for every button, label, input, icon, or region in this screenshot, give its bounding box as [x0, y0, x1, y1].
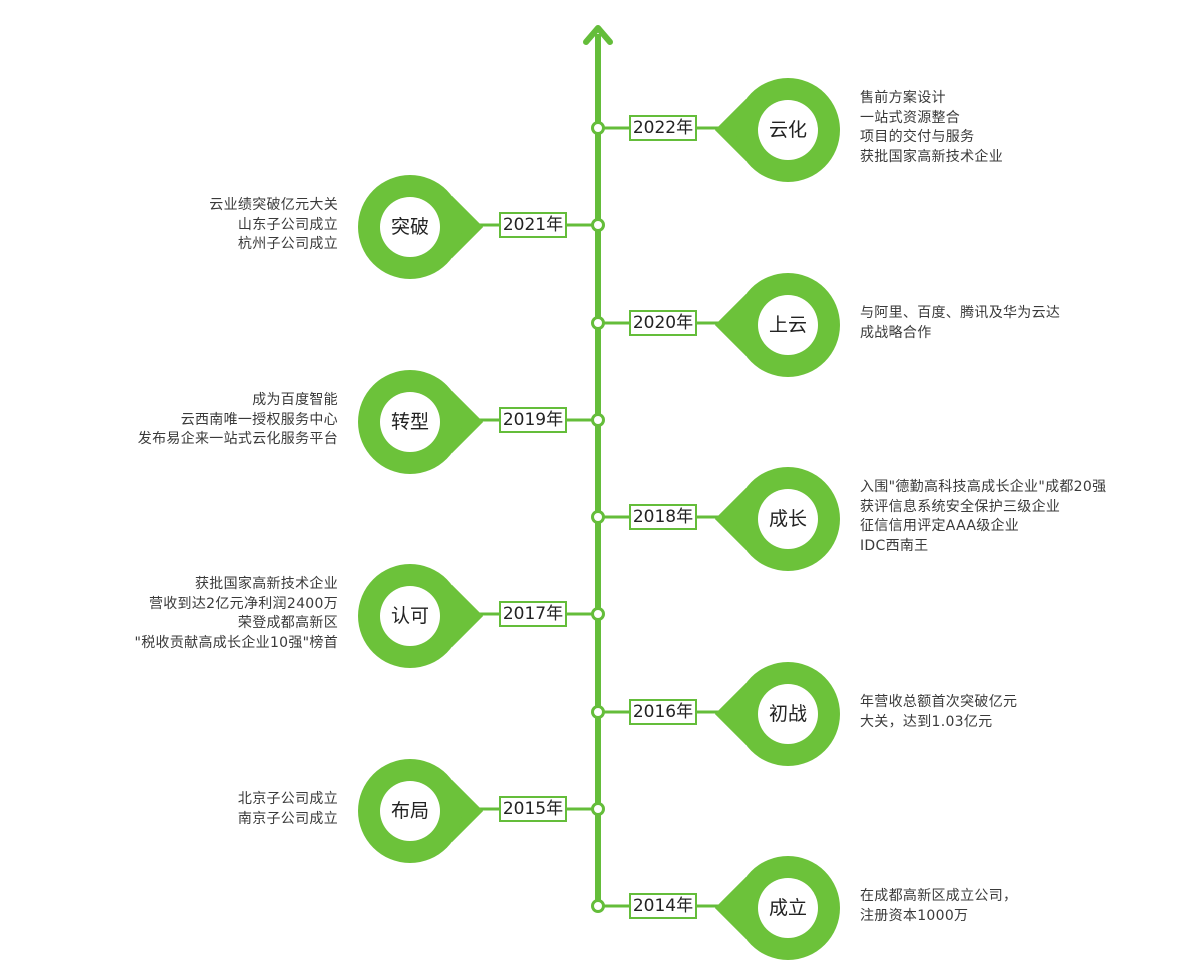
timeline-node [591, 510, 605, 524]
year-label: 2015年 [499, 796, 567, 822]
description-line: IDC西南王 [860, 537, 929, 554]
year-label: 2021年 [499, 212, 567, 238]
description-line: 年营收总额首次突破亿元 [860, 694, 1018, 710]
description-line: 入围"德勤高科技高成长企业"成都20强 [860, 479, 1107, 495]
description-line: 北京子公司成立 [237, 791, 338, 807]
description-line: 营收到达2亿元净利润2400万 [148, 595, 338, 612]
milestone-title: 初战 [758, 684, 818, 744]
milestone-pin: 布局 [358, 759, 484, 863]
description-line: 南京子公司成立 [237, 810, 338, 827]
timeline-node [591, 316, 605, 330]
timeline-node [591, 705, 605, 719]
milestone-title: 布局 [380, 781, 440, 841]
description-line: 云西南唯一授权服务中心 [180, 411, 338, 428]
milestone-description: 入围"德勤高科技高成长企业"成都20强获评信息系统安全保护三级企业征信信用评定A… [860, 478, 1106, 556]
milestone-pin: 成长 [714, 467, 840, 571]
description-line: 征信信用评定AAA级企业 [860, 518, 1020, 534]
milestone-title: 上云 [758, 295, 818, 355]
description-line: 一站式资源整合 [860, 109, 961, 126]
timeline-node [591, 899, 605, 913]
timeline-node [591, 121, 605, 135]
description-line: 注册资本1000万 [860, 907, 969, 924]
description-line: 发布易企来一站式云化服务平台 [137, 431, 338, 447]
milestone-pin: 上云 [714, 273, 840, 377]
description-line: 与阿里、百度、腾讯及华为云达 [860, 305, 1061, 321]
milestone-description: 北京子公司成立南京子公司成立 [238, 790, 338, 829]
milestone-pin: 认可 [358, 564, 484, 668]
milestone-title: 云化 [758, 100, 818, 160]
description-line: 获批国家高新技术企业 [860, 148, 1003, 165]
milestone-description: 获批国家高新技术企业营收到达2亿元净利润2400万荣登成都高新区 "税收贡献高成长… [135, 575, 339, 653]
year-label: 2019年 [499, 407, 567, 433]
year-label: 2022年 [629, 115, 697, 141]
milestone-title: 成立 [758, 878, 818, 938]
year-label: 2018年 [629, 504, 697, 530]
milestone-pin: 初战 [714, 662, 840, 766]
year-label: 2020年 [629, 310, 697, 336]
milestone-description: 云业绩突破亿元大关山东子公司成立杭州子公司成立 [209, 196, 338, 255]
description-line: 获批国家高新技术企业 [195, 576, 338, 592]
description-line: 成为百度智能 [252, 392, 338, 408]
year-label: 2016年 [629, 699, 697, 725]
description-line: 荣登成都高新区 [237, 615, 338, 631]
description-line: 大关，达到1.03亿元 [860, 713, 993, 730]
timeline-node [591, 218, 605, 232]
milestone-description: 与阿里、百度、腾讯及华为云达成战略合作 [860, 304, 1060, 343]
description-line: 项目的交付与服务 [860, 129, 975, 145]
description-line: 获评信息系统安全保护三级企业 [860, 498, 1061, 515]
milestone-pin: 成立 [714, 856, 840, 960]
description-line: 山东子公司成立 [237, 216, 338, 233]
timeline-node [591, 802, 605, 816]
milestone-pin: 突破 [358, 175, 484, 279]
year-label: 2014年 [629, 893, 697, 919]
milestone-title: 转型 [380, 392, 440, 452]
description-line: 售前方案设计 [860, 90, 946, 106]
description-line: 杭州子公司成立 [237, 236, 338, 252]
axis-arrow-icon [583, 25, 613, 45]
milestone-description: 在成都高新区成立公司， 注册资本1000万 [860, 887, 1017, 926]
year-label: 2017年 [499, 601, 567, 627]
milestone-pin: 云化 [714, 78, 840, 182]
timeline-node [591, 413, 605, 427]
milestone-pin: 转型 [358, 370, 484, 474]
milestone-description: 年营收总额首次突破亿元大关，达到1.03亿元 [860, 693, 1017, 732]
description-line: "税收贡献高成长企业10强"榜首 [134, 634, 338, 651]
milestone-description: 成为百度智能云西南唯一授权服务中心发布易企来一站式云化服务平台 [138, 391, 338, 450]
timeline-node [591, 607, 605, 621]
milestone-title: 成长 [758, 489, 818, 549]
description-line: 云业绩突破亿元大关 [209, 197, 338, 213]
description-line: 成战略合作 [860, 324, 932, 341]
milestone-title: 突破 [380, 197, 440, 257]
milestone-title: 认可 [380, 586, 440, 646]
milestone-description: 售前方案设计一站式资源整合项目的交付与服务获批国家高新技术企业 [860, 89, 1003, 167]
description-line: 在成都高新区成立公司， [860, 888, 1018, 904]
